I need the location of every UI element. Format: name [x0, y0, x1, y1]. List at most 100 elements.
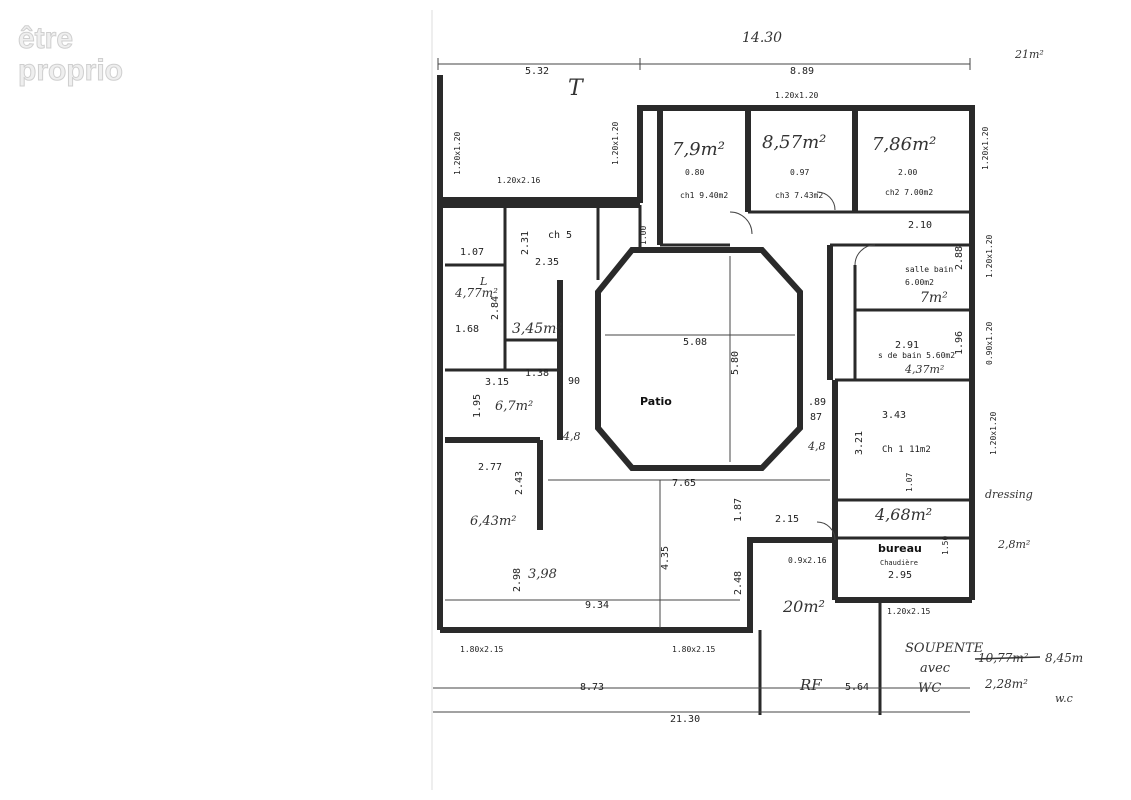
room-ch1: Ch 1 11m2	[882, 445, 931, 455]
note-left-e: 3,98	[528, 567, 557, 582]
bottom-dimensions: 1.80x2.15 1.80x2.15 8.73 RF 5.64 21.30	[433, 645, 970, 725]
note-corridor-b: 4,8	[807, 440, 826, 453]
note-top-right: 21m²	[1014, 48, 1044, 61]
dim-291: 2.91	[895, 340, 919, 351]
dim-873: 8.73	[580, 682, 604, 693]
dim-107: 1.07	[460, 247, 484, 258]
room-salle-bain: salle bain	[905, 265, 953, 274]
dim-248: 2.48	[733, 571, 744, 595]
dim-sdb-win: 1.20x1.20	[985, 234, 994, 278]
dim-315: 3.15	[485, 377, 509, 388]
dim-door-a: 1.80x2.15	[460, 645, 504, 654]
dim-87b: 87	[810, 412, 822, 423]
dim-343: 3.43	[882, 410, 906, 421]
dim-door-d: 1.20x2.15	[887, 607, 931, 616]
dim-win-far-left: 1.20x1.20	[453, 131, 462, 175]
left-wing: ch 5 1.07 2.35 2.31 4,77m² L 2.84 1.68 3…	[440, 202, 648, 592]
dim-win-wall: 1.20x2.16	[497, 176, 541, 185]
note-corridor-a: 4,8	[562, 430, 581, 443]
note-garage: 20m²	[782, 597, 825, 616]
note-wc-val: 2,28m²	[984, 677, 1028, 691]
note-top-total: 14.30	[742, 30, 782, 46]
etre-proprio-logo: être proprio	[18, 22, 124, 88]
living-area: 7.65 4.35 1.87 2.15 2.48 9.34 0.9x2.16 2…	[445, 478, 836, 628]
note-corner: L	[479, 275, 487, 288]
top-bedrooms: 7,9m² 8,57m² 7,86m² 0.80 0.97 2.00 ch1 9…	[453, 108, 990, 247]
dim-win-right-v: 1.20x1.20	[981, 126, 990, 170]
note-soupente: SOUPENTE	[905, 641, 984, 656]
dim-235: 2.35	[535, 257, 559, 268]
patio: 5.08 5.80 Patio 4,8	[562, 247, 803, 471]
note-ch-a: 7,9m²	[672, 139, 725, 160]
dim-187: 1.87	[733, 498, 744, 522]
note-avec: avec	[920, 661, 951, 676]
note-bureau-area: 4,68m²	[874, 505, 932, 524]
note-wc-small: w.c	[1055, 692, 1073, 705]
dim-138: 1.38	[525, 368, 549, 379]
note-dressing-val: 2,8m²	[997, 538, 1030, 551]
dim-150: 1.50	[941, 536, 950, 555]
dim-435: 4.35	[660, 546, 671, 570]
dim-ch2: 0.97	[790, 168, 809, 177]
outer-walls	[437, 75, 975, 715]
dim-107b: 1.07	[905, 473, 914, 492]
dim-w10: 1.00	[639, 226, 648, 245]
dim-934: 9.34	[585, 600, 609, 611]
dim-765: 7.65	[672, 478, 696, 489]
room-ch-b: ch3 7.43m2	[775, 191, 823, 200]
dim-564: 5.64	[845, 682, 869, 693]
note-sdb: 7m²	[920, 290, 948, 306]
note-sdb2: 4,37m²	[904, 363, 944, 376]
logo-line1: être	[18, 22, 73, 55]
dim-580: 5.80	[730, 351, 741, 375]
room-salle-bain-area: 6.00m2	[905, 278, 934, 287]
note-dressing: dressing	[985, 488, 1033, 501]
dim-ch3: 2.00	[898, 168, 917, 177]
dim-196: 1.96	[954, 331, 965, 355]
dim-284: 2.84	[490, 296, 501, 320]
dim-right-v: 0.90x1.20	[985, 321, 994, 365]
room-salle-bain2: s de bain 5.60m2	[878, 351, 955, 360]
room-ch-c: ch2 7.00m2	[885, 188, 933, 197]
room-bureau-sub: Chaudière	[880, 559, 918, 567]
dim-right-v2: 1.20x1.20	[989, 411, 998, 455]
room-ch5: ch 5	[548, 230, 572, 241]
note-left-b: 3,45m²	[512, 321, 562, 337]
note-ch-b: 8,57m²	[762, 132, 826, 153]
dim-2130: 21.30	[670, 714, 700, 725]
dim-277: 2.77	[478, 462, 502, 473]
dim-508: 5.08	[683, 337, 707, 348]
dim-window-top: 1.20x1.20	[775, 91, 819, 100]
note-left-d: 6,43m²	[470, 514, 516, 529]
dim-door-b: 1.80x2.15	[672, 645, 716, 654]
right-wing: 2.10 2.88 salle bain 6.00m2 7m² 2.91 1.9…	[807, 220, 1033, 616]
room-bureau: bureau	[878, 542, 922, 555]
soupente-notes: SOUPENTE avec WC 10,77m² 8,45m 2,28m² w.…	[905, 641, 1083, 705]
dim-top-right: 8.89	[790, 66, 814, 77]
dim-90: 90	[568, 376, 580, 387]
note-ch-c: 7,86m²	[872, 134, 936, 155]
room-ch-a: ch1 9.40m2	[680, 191, 728, 200]
dim-door-c: 0.9x2.16	[788, 556, 827, 565]
note-soupente-val: 8,45m	[1045, 651, 1083, 665]
dim-89: .89	[808, 397, 826, 408]
dim-288: 2.88	[954, 246, 965, 270]
note-wc: WC	[918, 681, 941, 696]
dim-210: 2.10	[908, 220, 932, 231]
dim-321: 3.21	[854, 431, 865, 455]
dim-195: 1.95	[472, 394, 483, 418]
dim-215: 2.15	[775, 514, 799, 525]
dim-168: 1.68	[455, 324, 479, 335]
logo-line2: proprio	[18, 54, 123, 87]
top-dimensions: 5.32 8.89 14.30 21m² T 1.20x1.20	[437, 30, 1044, 101]
room-patio: Patio	[640, 395, 672, 408]
dim-243: 2.43	[514, 471, 525, 495]
dim-win-left-v: 1.20x1.20	[611, 121, 620, 165]
note-rf: RF	[799, 676, 822, 694]
dim-top-left: 5.32	[525, 66, 549, 77]
dim-231: 2.31	[520, 231, 531, 255]
note-left-a: 4,77m²	[454, 286, 498, 300]
dim-ch1: 0.80	[685, 168, 704, 177]
note-left-c: 6,7m²	[495, 399, 533, 414]
dim-298: 2.98	[512, 568, 523, 592]
